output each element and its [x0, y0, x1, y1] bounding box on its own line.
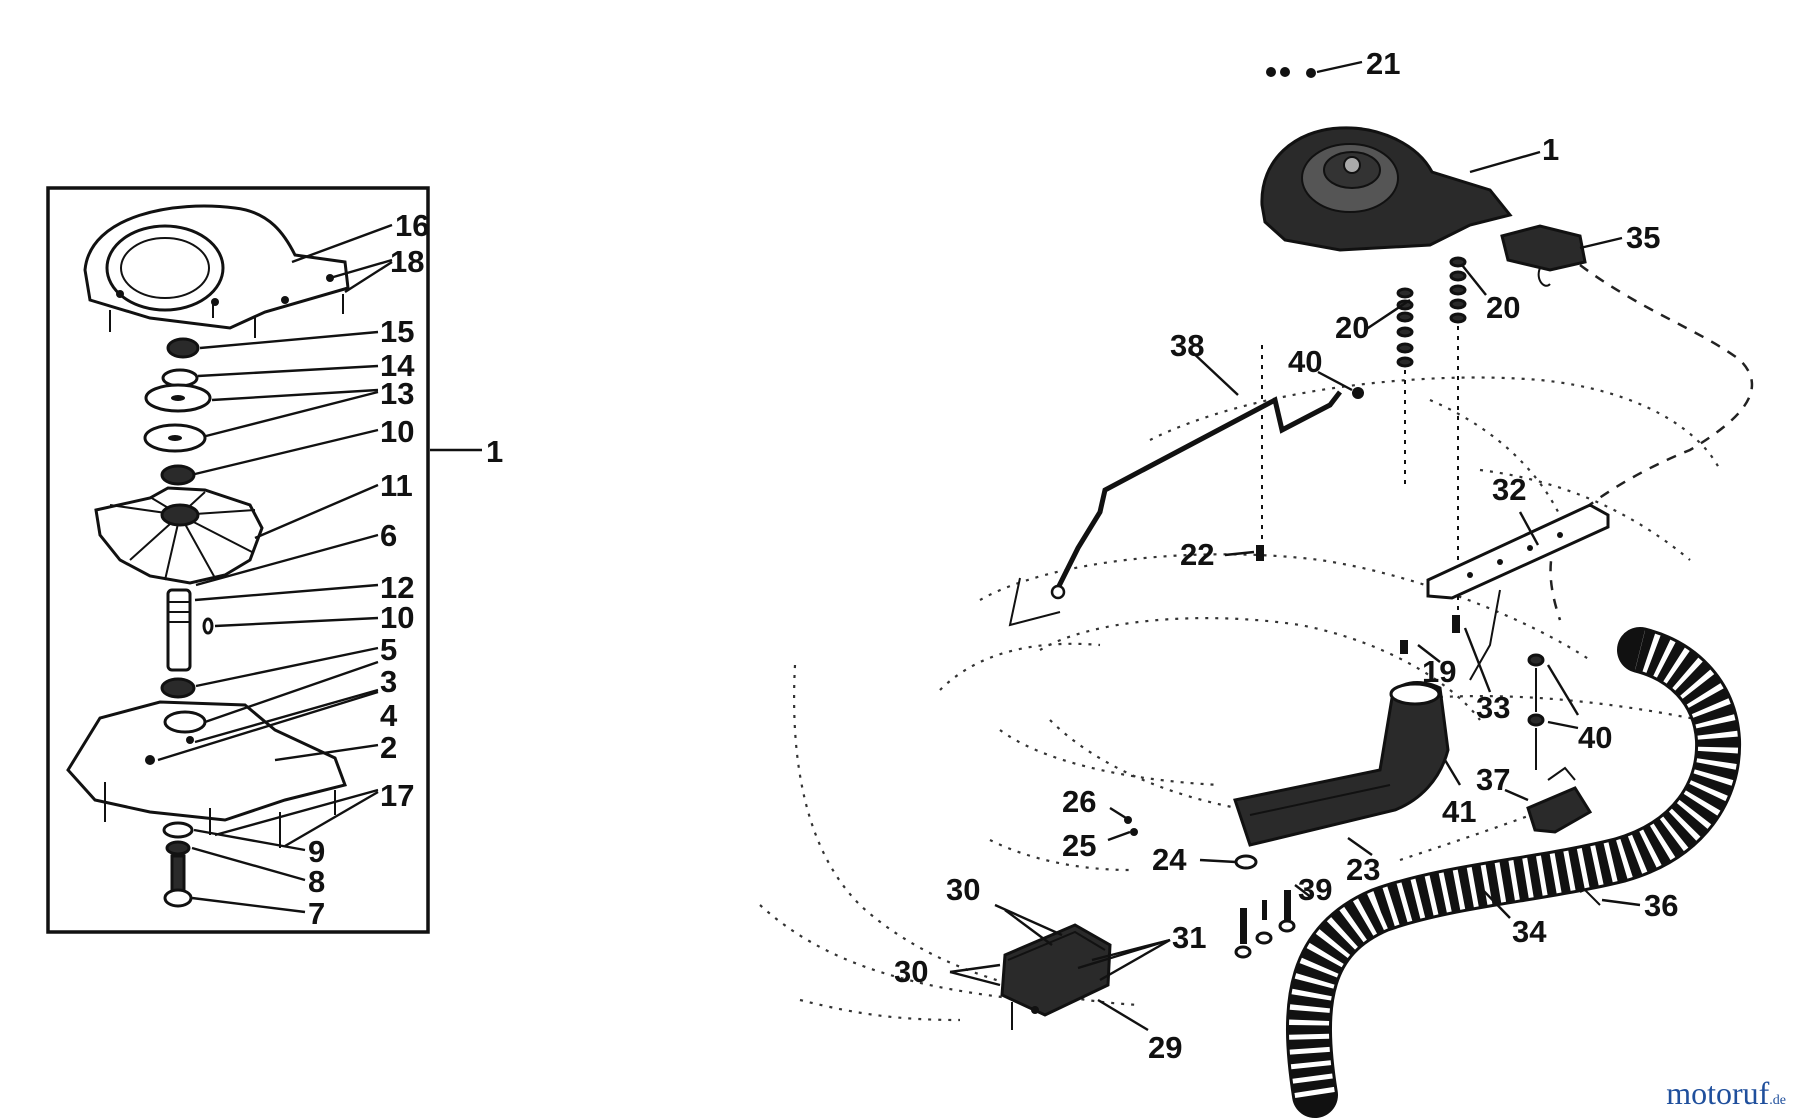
hose-bracket-part — [1526, 766, 1601, 906]
support-bar-part — [1426, 503, 1610, 681]
blower-housing-part — [1260, 126, 1513, 252]
callout-12: 12 — [380, 570, 414, 605]
watermark-tld: .de — [1769, 1093, 1786, 1108]
bearing-part — [160, 677, 196, 699]
nuts-part — [1266, 67, 1316, 78]
nut-and-washers-part — [143, 337, 212, 486]
callout-17: 17 — [380, 778, 414, 813]
bolts-39-part — [1234, 890, 1296, 959]
callout-23: 23 — [1346, 852, 1380, 887]
callout-37: 37 — [1476, 762, 1510, 797]
base-plate-part — [66, 700, 347, 848]
clips-40-lower-part — [1527, 653, 1545, 770]
fan-impeller-part — [94, 486, 264, 585]
callout-13: 13 — [380, 376, 414, 411]
callout-40-upper: 40 — [1288, 344, 1322, 379]
control-rod-part — [1055, 390, 1342, 590]
callout-5: 5 — [380, 632, 397, 667]
callout-33: 33 — [1476, 690, 1510, 725]
callout-22: 22 — [1180, 537, 1214, 572]
inset-frame — [46, 186, 430, 934]
callout-11: 11 — [380, 468, 413, 503]
callout-15: 15 — [380, 314, 414, 349]
callout-30-lower: 30 — [894, 954, 928, 989]
clip-40-upper-part — [1352, 387, 1364, 399]
callout-21: 21 — [1366, 46, 1400, 81]
fan-assembly-inset — [46, 186, 482, 934]
callout-20-right: 20 — [1486, 290, 1520, 325]
installation-view — [759, 60, 1754, 1118]
callout-19: 19 — [1422, 654, 1456, 689]
callout-26: 26 — [1062, 784, 1096, 819]
drive-shaft-part — [166, 588, 214, 672]
inset-callouts: 16 18 15 14 13 10 1 11 6 12 10 5 3 4 2 1… — [308, 208, 503, 931]
corrugated-hose-part — [1285, 627, 1742, 1118]
bracket-35-part — [1500, 224, 1587, 287]
callout-30-upper: 30 — [946, 872, 980, 907]
callout-41: 41 — [1442, 794, 1476, 829]
callout-38: 38 — [1170, 328, 1204, 363]
callout-18: 18 — [390, 244, 424, 279]
watermark-brand: motoruf — [1666, 1075, 1770, 1111]
site-watermark: motoruf.de — [1666, 1075, 1786, 1112]
installation-callouts: 21 1 35 20 20 38 40 32 22 19 33 40 41 37… — [894, 46, 1678, 1065]
callout-31: 31 — [1172, 920, 1206, 955]
callout-9: 9 — [308, 834, 325, 869]
callout-1-assembly: 1 — [486, 434, 503, 469]
callout-4: 4 — [380, 698, 398, 733]
callout-6: 6 — [380, 518, 397, 553]
drive-route-dashed — [1549, 263, 1754, 621]
callout-34: 34 — [1512, 914, 1547, 949]
callout-32: 32 — [1492, 472, 1526, 507]
washer-24-part — [1234, 854, 1258, 870]
callout-3: 3 — [380, 664, 397, 699]
callout-14: 14 — [380, 348, 415, 383]
washer-stack-right-part — [1449, 256, 1467, 610]
bolt-stack-part — [162, 821, 194, 908]
callout-40-lower: 40 — [1578, 720, 1612, 755]
bolt-22-part — [1256, 545, 1264, 561]
washer-stack-left-part — [1396, 287, 1414, 485]
callout-7: 7 — [308, 896, 325, 931]
housing-cover-part — [83, 204, 350, 338]
callout-35: 35 — [1626, 220, 1660, 255]
callout-20-left: 20 — [1335, 310, 1369, 345]
callout-25: 25 — [1062, 828, 1096, 863]
callout-24: 24 — [1152, 842, 1187, 877]
callout-29: 29 — [1148, 1030, 1182, 1065]
callout-10-upper: 10 — [380, 414, 414, 449]
callout-1-housing: 1 — [1542, 132, 1559, 167]
inset-leader-lines — [157, 223, 482, 914]
callout-36: 36 — [1644, 888, 1678, 923]
callout-39: 39 — [1298, 872, 1332, 907]
callout-10-lower: 10 — [380, 600, 414, 635]
callout-8: 8 — [308, 864, 325, 899]
bolts-19-part — [1400, 615, 1460, 654]
switch-box-part — [1000, 923, 1112, 1030]
callout-2: 2 — [380, 730, 397, 765]
callout-16: 16 — [395, 208, 429, 243]
discharge-chute-part — [1233, 681, 1450, 847]
installation-leader-lines — [949, 60, 1641, 1032]
